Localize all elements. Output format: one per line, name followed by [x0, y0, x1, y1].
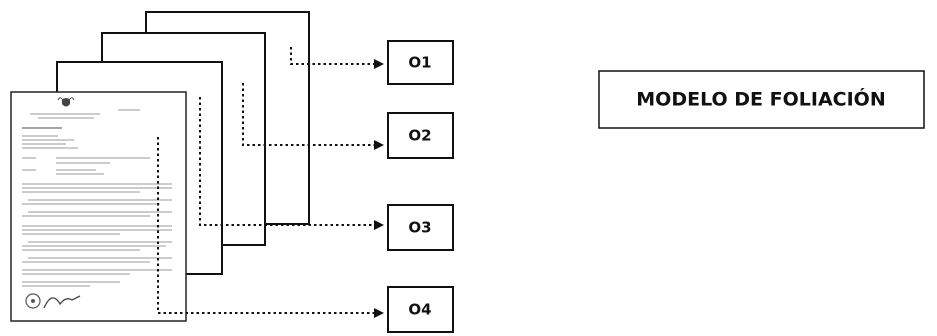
diagram-title: MODELO DE FOLIACIÓN — [636, 87, 885, 111]
connector-1 — [290, 47, 374, 65]
folio-box-3: O3 — [387, 204, 454, 251]
document-text-lines — [22, 109, 172, 287]
folio-label-2: O2 — [408, 127, 431, 145]
arrowhead-3 — [374, 220, 384, 230]
arrowhead-4 — [374, 308, 384, 318]
connector-3 — [199, 97, 374, 226]
arrowhead-1 — [374, 59, 384, 69]
connector-4 — [157, 137, 374, 314]
round-stamp-icon — [25, 293, 41, 309]
arrowhead-2 — [374, 140, 384, 150]
signature-icon — [43, 295, 81, 309]
title-box: MODELO DE FOLIACIÓN — [598, 70, 925, 129]
folio-label-3: O3 — [408, 219, 431, 237]
folio-box-1: O1 — [387, 40, 454, 85]
folio-label-4: O4 — [408, 301, 431, 319]
front-document-page — [10, 91, 187, 322]
folio-box-4: O4 — [387, 286, 454, 333]
folio-label-1: O1 — [408, 54, 431, 72]
coat-of-arms-icon — [57, 97, 75, 107]
folio-box-2: O2 — [387, 112, 454, 159]
connector-2 — [242, 83, 374, 146]
